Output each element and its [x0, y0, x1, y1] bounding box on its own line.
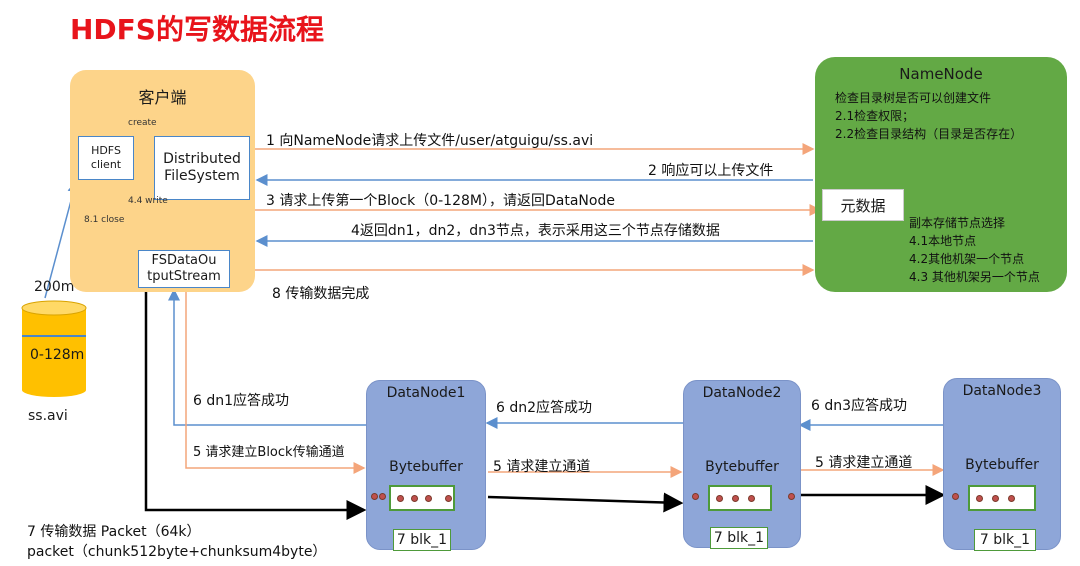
step1-label: 1 向NameNode请求上传文件/user/atguigu/ss.avi: [266, 133, 594, 149]
datanode2-buffer: [708, 485, 772, 511]
client-title: 客户端: [138, 88, 187, 107]
create-label: create: [128, 118, 157, 128]
datanode1-block: 7 blk_1: [393, 529, 451, 551]
step5-dn2-label: 5 请求建立通道: [493, 459, 591, 475]
datanode2-block: 7 blk_1: [710, 527, 768, 549]
step6-dn1-label: 6 dn1应答成功: [193, 393, 290, 409]
step2-label: 2 响应可以上传文件: [648, 163, 774, 179]
datanode3-title: DataNode3: [962, 383, 1042, 399]
namenode-dir-line: 2.2检查目录结构（目录是否存在）: [835, 127, 1023, 141]
arrow-ack-dn1: [168, 288, 368, 426]
namenode-permission-line: 2.1检查权限；: [835, 109, 915, 123]
file-name-label: ss.avi: [28, 408, 68, 424]
step5-block-label: 5 请求建立Block传输通道: [193, 445, 345, 460]
datanode1-buffer: [389, 485, 455, 511]
datanode1-buffer-label: Bytebuffer: [389, 459, 463, 475]
datanode2-box: DataNode2 Bytebuffer 7 blk_1: [683, 380, 801, 549]
namenode-check-line: 检查目录树是否可以创建文件: [835, 91, 992, 105]
packet-dot: [411, 495, 418, 502]
packet-dot: [1008, 495, 1015, 502]
packet-dot: [445, 495, 452, 502]
packet-dot: [397, 495, 404, 502]
step7-line2: packet（chunk512byte+chunksum4byte）: [27, 544, 327, 560]
fsdos-line2: tputStream: [147, 269, 221, 284]
write-label: 4.4 write: [128, 196, 168, 206]
packet-dot: [732, 495, 739, 502]
block-range-label: 0-128m: [30, 347, 85, 363]
packet-dot: [371, 493, 378, 500]
hdfs-client-box: HDFS client: [78, 136, 134, 180]
datanode3-block: 7 blk_1: [974, 529, 1036, 551]
arrow-data-packet: [144, 290, 367, 520]
packet-dot: [788, 493, 795, 500]
replica-local-line: 4.1本地节点: [909, 234, 977, 248]
packet-dot: [716, 495, 723, 502]
step6-dn2-label: 6 dn2应答成功: [496, 400, 593, 416]
step3-label: 3 请求上传第一个Block（0-128M），请返回DataNode: [266, 193, 615, 209]
datanode2-buffer-label: Bytebuffer: [705, 459, 779, 475]
namenode-box: NameNode 检查目录树是否可以创建文件 2.1检查权限； 2.2检查目录结…: [815, 57, 1067, 292]
datanode3-box: DataNode3 Bytebuffer 7 blk_1: [943, 378, 1061, 551]
step6-dn3-label: 6 dn3应答成功: [811, 398, 908, 414]
disk-cylinder: [21, 300, 87, 397]
datanode3-buffer-label: Bytebuffer: [965, 457, 1039, 473]
dfs-line1: Distributed: [163, 150, 241, 167]
namenode-title: NameNode: [899, 65, 983, 83]
step4-label: 4返回dn1，dn2，dn3节点，表示采用这三个节点存储数据: [351, 223, 720, 239]
packet-dot: [952, 493, 959, 500]
packet-dot: [692, 493, 699, 500]
replica-other-rack-line: 4.3 其他机架另一个节点: [909, 270, 1040, 284]
arrow-data-dn2: [487, 492, 684, 513]
fsdataoutputstream-box: FSDataOu tputStream: [138, 250, 230, 288]
fsdos-line1: FSDataOu: [151, 252, 217, 268]
page-title: HDFS的写数据流程: [70, 13, 324, 46]
step7-line1: 7 传输数据 Packet（64k）: [27, 524, 201, 540]
hdfs-client-line1: HDFS: [91, 144, 121, 158]
step8-label: 8 传输数据完成: [272, 286, 370, 302]
datanode1-title: DataNode1: [386, 385, 466, 401]
packet-dot: [748, 495, 755, 502]
metadata-box: 元数据: [822, 189, 904, 221]
replica-title-line: 副本存储节点选择: [909, 216, 1006, 230]
arrow-request-dn1: [185, 290, 366, 474]
step5-dn3-label: 5 请求建立通道: [815, 455, 913, 471]
close-label: 8.1 close: [84, 215, 125, 225]
datanode1-box: DataNode1 Bytebuffer 7 blk_1: [366, 380, 486, 551]
replica-rack-line: 4.2其他机架一个节点: [909, 252, 1025, 266]
client-box: 客户端 create HDFS client Distributed FileS…: [70, 70, 255, 292]
packet-dot: [976, 495, 983, 502]
packet-dot: [379, 493, 386, 500]
packet-dot: [992, 495, 999, 502]
hdfs-client-line2: client: [90, 158, 122, 171]
packet-dot: [425, 495, 432, 502]
distributed-filesystem-box: Distributed FileSystem: [154, 136, 250, 200]
dfs-line2: FileSystem: [164, 168, 240, 184]
datanode2-title: DataNode2: [702, 385, 782, 401]
file-size-label: 200m: [34, 279, 75, 295]
datanode3-buffer: [968, 485, 1036, 511]
